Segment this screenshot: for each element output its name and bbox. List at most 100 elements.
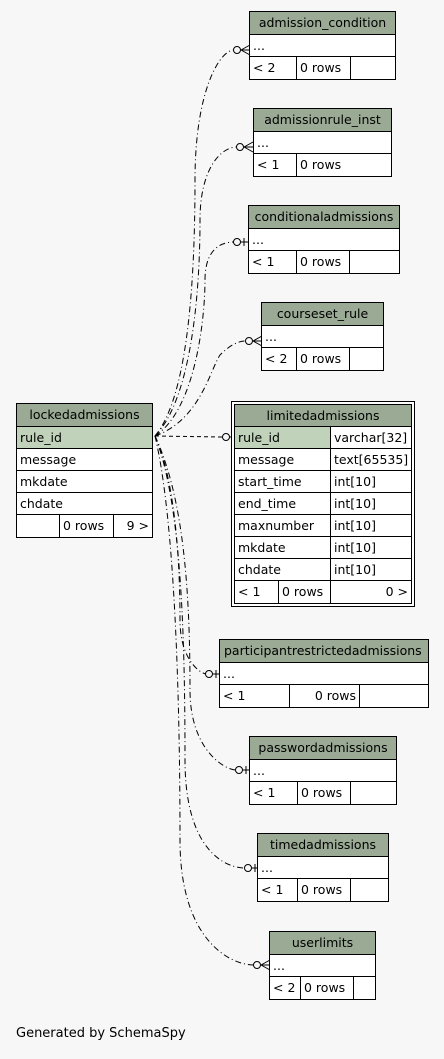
- edge-courseset-rule: [154, 340, 247, 437]
- columns-placeholder: ...: [253, 38, 265, 53]
- parents-count: 0 >: [385, 584, 408, 599]
- column-name: message: [235, 449, 331, 470]
- column-name: chdate: [20, 496, 63, 511]
- columns-placeholder: ...: [257, 135, 269, 150]
- row-count: 0 rows: [297, 57, 351, 79]
- optional-marker: [245, 337, 253, 345]
- table-title: limitedadmissions: [235, 405, 411, 427]
- table-title: timedadmissions: [258, 834, 388, 857]
- children-count: < 1: [249, 251, 297, 273]
- children-count: < 2: [250, 57, 297, 79]
- children-count: [17, 515, 60, 537]
- table-participantrestrictedadmissions[interactable]: participantrestrictedadmissions ... < 1 …: [219, 639, 429, 708]
- edge-limitedadmissions: [154, 435, 223, 438]
- column-name: maxnumber: [235, 515, 331, 536]
- table-title: conditionaladmissions: [249, 206, 399, 229]
- columns-placeholder: ...: [261, 860, 273, 875]
- crowfoot-marker: [260, 959, 271, 971]
- optional-marker: [233, 46, 241, 54]
- one-marker: [213, 670, 219, 678]
- children-count: < 1: [235, 581, 279, 603]
- edge-timedadmissions: [154, 435, 246, 869]
- column-name: mkdate: [20, 474, 68, 489]
- table-userlimits[interactable]: userlimits ... < 2 0 rows: [269, 931, 376, 1000]
- edge-passwordadmissions: [154, 435, 237, 771]
- crowfoot-marker: [243, 141, 254, 153]
- column-type: int[10]: [334, 562, 376, 577]
- parents-count: [350, 348, 383, 370]
- table-title: userlimits: [270, 932, 375, 955]
- row-count: 0 rows: [300, 157, 342, 172]
- table-title: admissionrule_inst: [254, 109, 391, 132]
- column-name: end_time: [235, 493, 331, 514]
- optional-marker: [244, 864, 252, 872]
- optional-marker: [236, 143, 244, 151]
- edge-conditionaladmissions: [154, 241, 235, 437]
- row-count: 0 rows: [298, 879, 351, 901]
- columns-placeholder: ...: [223, 666, 235, 681]
- children-count: < 2: [270, 977, 301, 999]
- columns-placeholder: ...: [253, 763, 265, 778]
- column-name: rule_id: [235, 427, 331, 448]
- parents-count: [351, 879, 388, 901]
- crowfoot-marker: [252, 335, 263, 347]
- optional-marker: [222, 433, 230, 441]
- parents-count: [350, 251, 399, 273]
- columns-placeholder: ...: [265, 329, 277, 344]
- table-title: lockedadmissions: [17, 404, 152, 427]
- column-name: mkdate: [235, 537, 331, 558]
- table-courseset-rule[interactable]: courseset_rule ... < 2 0 rows: [261, 302, 384, 371]
- columns-placeholder: ...: [273, 958, 285, 973]
- optional-marker: [205, 670, 213, 678]
- parents-count: [360, 685, 428, 707]
- parents-count: [351, 57, 395, 79]
- column-type: text[65535]: [334, 452, 409, 467]
- column-name: rule_id: [20, 430, 62, 445]
- parents-count: [351, 782, 396, 804]
- row-count: 0 rows: [301, 977, 354, 999]
- table-title: passwordadmissions: [250, 737, 396, 760]
- column-type: varchar[32]: [331, 427, 411, 448]
- table-timedadmissions[interactable]: timedadmissions ... < 1 0 rows: [257, 833, 389, 902]
- one-marker: [243, 766, 249, 774]
- row-count: 0 rows: [279, 581, 331, 603]
- table-conditionaladmissions[interactable]: conditionaladmissions ... < 1 0 rows: [248, 205, 400, 274]
- table-passwordadmissions[interactable]: passwordadmissions ... < 1 0 rows: [249, 736, 397, 805]
- optional-marker: [235, 766, 243, 774]
- table-lockedadmissions[interactable]: lockedadmissions rule_id message mkdate …: [16, 403, 153, 538]
- children-count: < 1: [258, 879, 298, 901]
- table-admission-condition[interactable]: admission_condition ... < 2 0 rows: [249, 11, 396, 80]
- children-count: < 1: [254, 154, 297, 176]
- edge-admissionrule-inst: [154, 146, 238, 437]
- column-type: int[10]: [334, 540, 376, 555]
- column-type: int[10]: [334, 518, 376, 533]
- edge-userlimits: [154, 435, 255, 966]
- row-count: 0 rows: [297, 348, 350, 370]
- parents-count: [354, 977, 375, 999]
- column-type: int[10]: [334, 496, 376, 511]
- children-count: < 2: [262, 348, 297, 370]
- table-limitedadmissions[interactable]: limitedadmissions rule_id varchar[32] me…: [231, 401, 415, 607]
- column-name: start_time: [235, 471, 331, 492]
- row-count: 0 rows: [60, 515, 114, 537]
- row-count: 0 rows: [297, 251, 350, 273]
- one-marker: [241, 238, 248, 246]
- optional-marker: [233, 238, 241, 246]
- parents-count: 9 >: [126, 518, 149, 533]
- crowfoot-marker: [240, 44, 251, 56]
- column-name: message: [20, 452, 77, 467]
- row-count: 0 rows: [298, 782, 351, 804]
- optional-marker: [253, 961, 261, 969]
- columns-placeholder: ...: [252, 232, 264, 247]
- edge-admission-condition: [154, 49, 235, 437]
- row-count: 0 rows: [290, 685, 360, 707]
- table-admissionrule-inst[interactable]: admissionrule_inst ... < 1 0 rows: [253, 108, 392, 177]
- column-name: chdate: [235, 559, 331, 580]
- table-title: admission_condition: [250, 12, 395, 35]
- table-title: participantrestrictedadmissions: [220, 640, 428, 663]
- column-type: int[10]: [334, 474, 376, 489]
- generated-by-footer: Generated by SchemaSpy: [16, 1026, 186, 1041]
- edge-participantrestrictedadmissions: [154, 435, 207, 675]
- children-count: < 1: [220, 685, 290, 707]
